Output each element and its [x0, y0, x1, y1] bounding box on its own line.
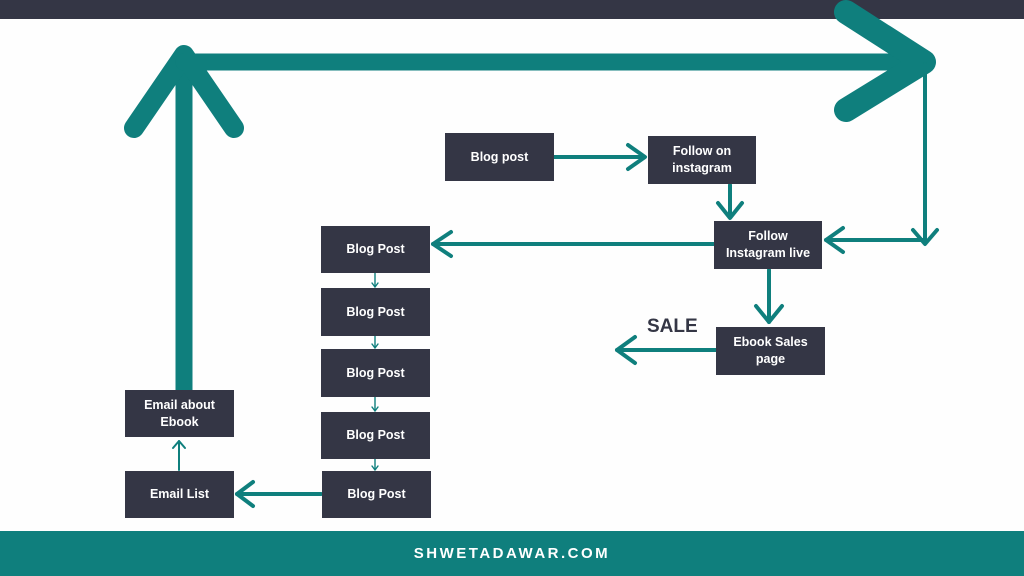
node-ebook-sales-page: Ebook Sales page	[716, 327, 825, 375]
into-live-arrow-head	[824, 226, 845, 254]
node-blog-post-5: Blog Post	[322, 471, 431, 518]
node-follow-instagram-live: Follow Instagram live	[714, 221, 822, 269]
footer-bar: SHWETADAWAR.COM	[0, 531, 1024, 576]
node-blog-post-4: Blog Post	[321, 412, 430, 459]
node-email-about-ebook: Email about Ebook	[125, 390, 234, 437]
loop-arrow-right-head	[834, 0, 936, 122]
blog-to-follow-arrow-head	[626, 143, 647, 171]
blog-to-email-list-arrow-head	[235, 480, 255, 508]
node-blog-post-start: Blog post	[445, 133, 554, 181]
top-bar	[0, 0, 1024, 19]
live-to-blog-arrow-head	[431, 230, 453, 258]
node-blog-post-3: Blog Post	[321, 349, 430, 397]
live-to-ebook-arrow-head	[754, 304, 784, 324]
sale-label: SALE	[647, 316, 698, 337]
right-down-arrow-head	[911, 228, 939, 246]
ebook-to-sale-arrow-head	[615, 335, 637, 365]
node-blog-post-1: Blog Post	[321, 226, 430, 273]
footer-site-name: SHWETADAWAR.COM	[413, 545, 611, 562]
node-blog-post-2: Blog Post	[321, 288, 430, 336]
node-email-list: Email List	[125, 471, 234, 518]
follow-to-live-arrow-head	[716, 201, 744, 220]
node-follow-on-instagram: Follow on instagram	[648, 136, 756, 184]
